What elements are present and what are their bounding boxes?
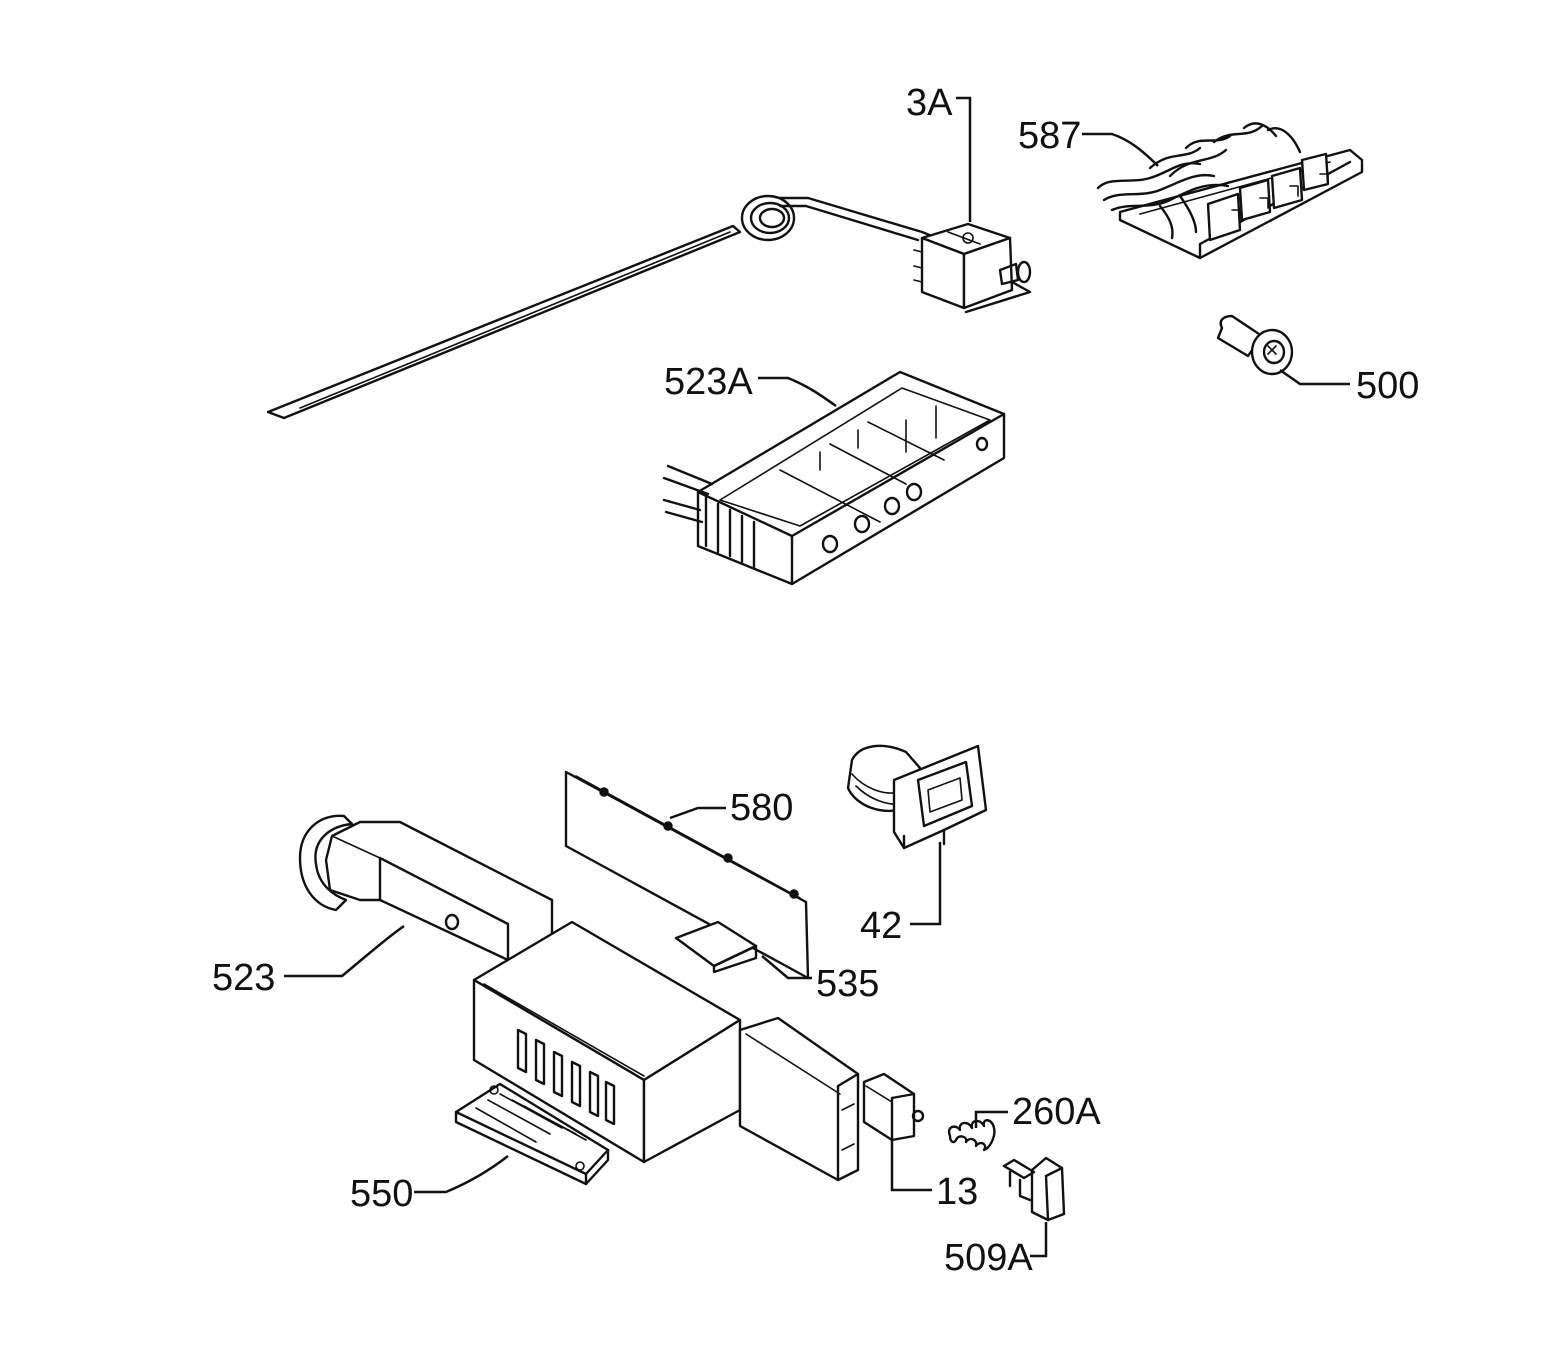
part-500-knob (1216, 314, 1294, 376)
part-550-grille (454, 1082, 610, 1186)
label-587: 587 (1018, 115, 1081, 157)
label-550: 550 (350, 1173, 413, 1215)
leader-535 (761, 955, 812, 980)
label-509a: 509A (944, 1237, 1033, 1279)
leader-509a (1030, 1222, 1048, 1258)
leader-42 (910, 842, 942, 926)
part-13-switch-button (862, 1072, 925, 1142)
leader-500 (1279, 368, 1350, 386)
label-580: 580 (730, 787, 793, 829)
leader-587 (1082, 132, 1159, 167)
leader-580 (669, 806, 726, 820)
leader-550 (414, 1155, 509, 1194)
leader-3a (956, 96, 972, 222)
part-509a-microswitch (1002, 1156, 1066, 1222)
label-500: 500 (1356, 365, 1419, 407)
label-13: 13 (936, 1171, 978, 1213)
part-260a-spring (947, 1119, 996, 1152)
label-260a: 260A (1012, 1091, 1101, 1133)
label-3a: 3A (906, 82, 953, 124)
label-523a: 523A (664, 361, 753, 403)
part-587-switch-block (1096, 122, 1364, 260)
label-535: 535 (816, 963, 879, 1005)
part-523-duct-housing (298, 814, 860, 1182)
part-3a-thermostat (266, 194, 1032, 420)
leader-523a (758, 376, 837, 408)
leader-523 (284, 924, 405, 978)
label-523: 523 (212, 957, 275, 999)
part-535-plate (674, 920, 758, 974)
label-42: 42 (860, 905, 902, 947)
part-42-lamp-socket (846, 744, 988, 850)
leader-13 (890, 1140, 932, 1192)
part-523a-housing (662, 370, 1006, 586)
leader-260a (974, 1110, 1008, 1128)
